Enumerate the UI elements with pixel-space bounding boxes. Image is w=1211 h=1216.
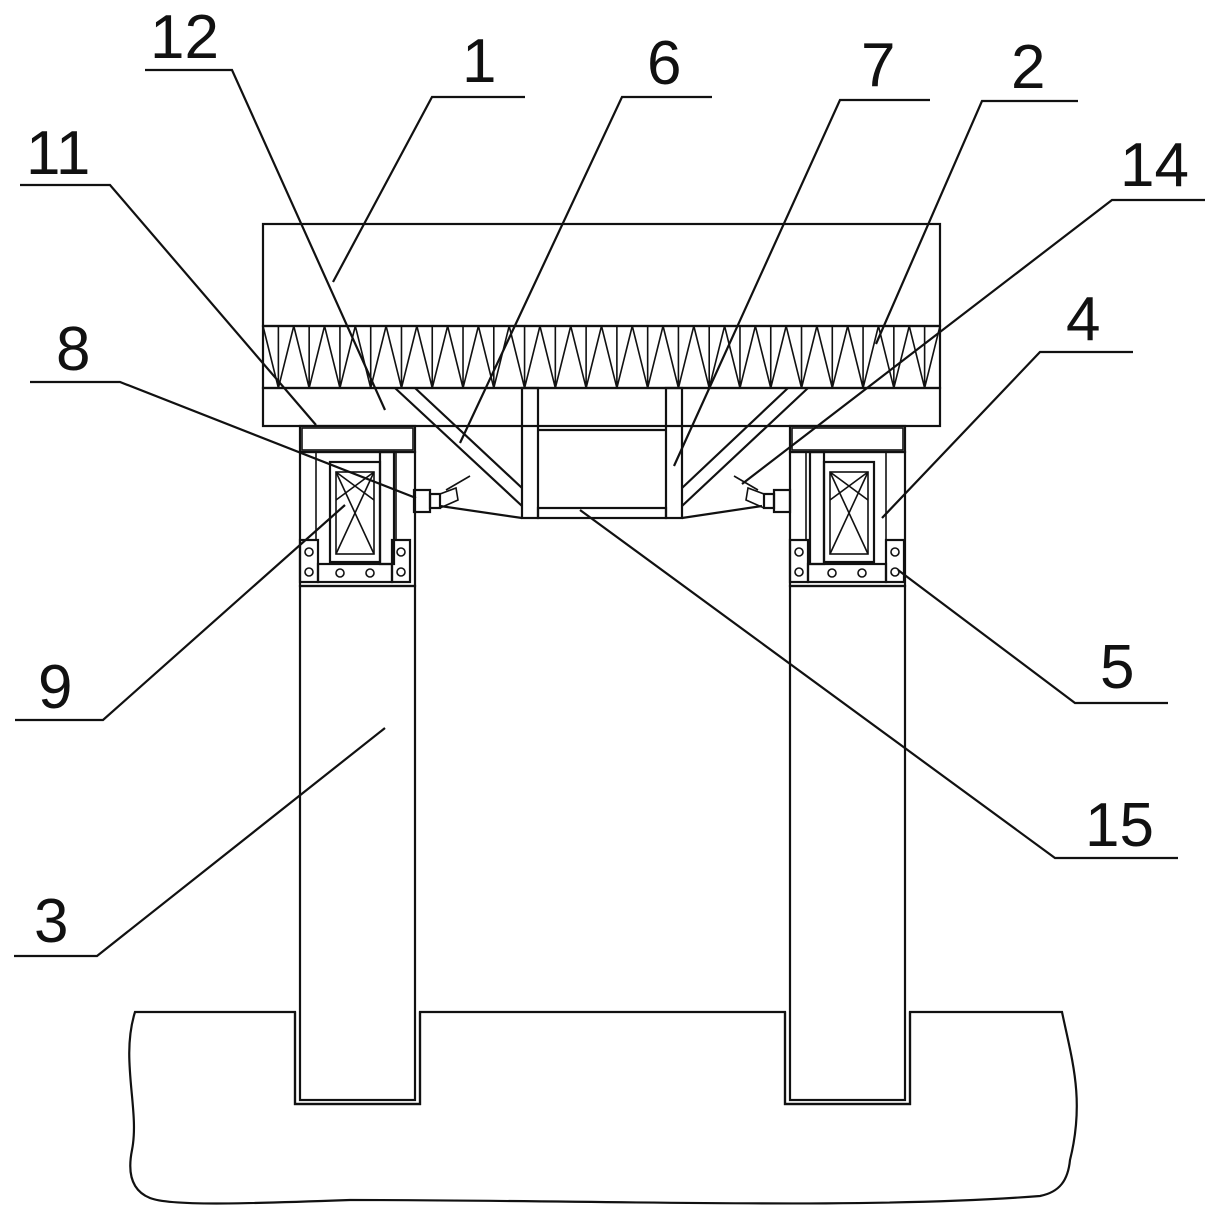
truss-layer xyxy=(262,325,941,389)
ground-foundation xyxy=(128,1010,1078,1205)
left-pier xyxy=(298,424,417,1102)
callout-4: 4 xyxy=(1066,285,1100,354)
callout-1: 1 xyxy=(462,27,496,96)
callout-11: 11 xyxy=(26,119,90,188)
leader-8 xyxy=(30,380,417,500)
center-frame xyxy=(394,386,809,520)
callout-8: 8 xyxy=(56,315,90,384)
callout-15: 15 xyxy=(1085,791,1154,860)
callout-labels: 1 2 3 4 5 6 7 8 9 11 12 14 15 xyxy=(26,3,1189,956)
leader-5 xyxy=(897,569,1168,705)
leader-14 xyxy=(741,198,1205,485)
callout-12: 12 xyxy=(150,3,219,72)
leader-12 xyxy=(145,68,387,411)
truss-web xyxy=(262,325,941,389)
leader-15 xyxy=(579,509,1178,860)
callout-5: 5 xyxy=(1100,633,1134,702)
callout-2: 2 xyxy=(1011,33,1045,102)
leader-11 xyxy=(20,183,317,426)
leader-7 xyxy=(672,98,930,467)
callout-9: 9 xyxy=(38,653,72,722)
right-pier xyxy=(788,424,907,1102)
callout-14: 14 xyxy=(1120,131,1189,200)
leader-9 xyxy=(15,504,346,722)
bridge-deck xyxy=(261,222,942,428)
callout-6: 6 xyxy=(647,29,681,98)
leader-6 xyxy=(459,95,712,444)
leader-2 xyxy=(874,99,1078,345)
callout-7: 7 xyxy=(861,31,895,100)
callout-3: 3 xyxy=(34,887,68,956)
leader-lines xyxy=(14,68,1205,958)
leader-4 xyxy=(881,350,1133,519)
leader-3 xyxy=(14,727,386,958)
leader-1 xyxy=(332,95,525,283)
